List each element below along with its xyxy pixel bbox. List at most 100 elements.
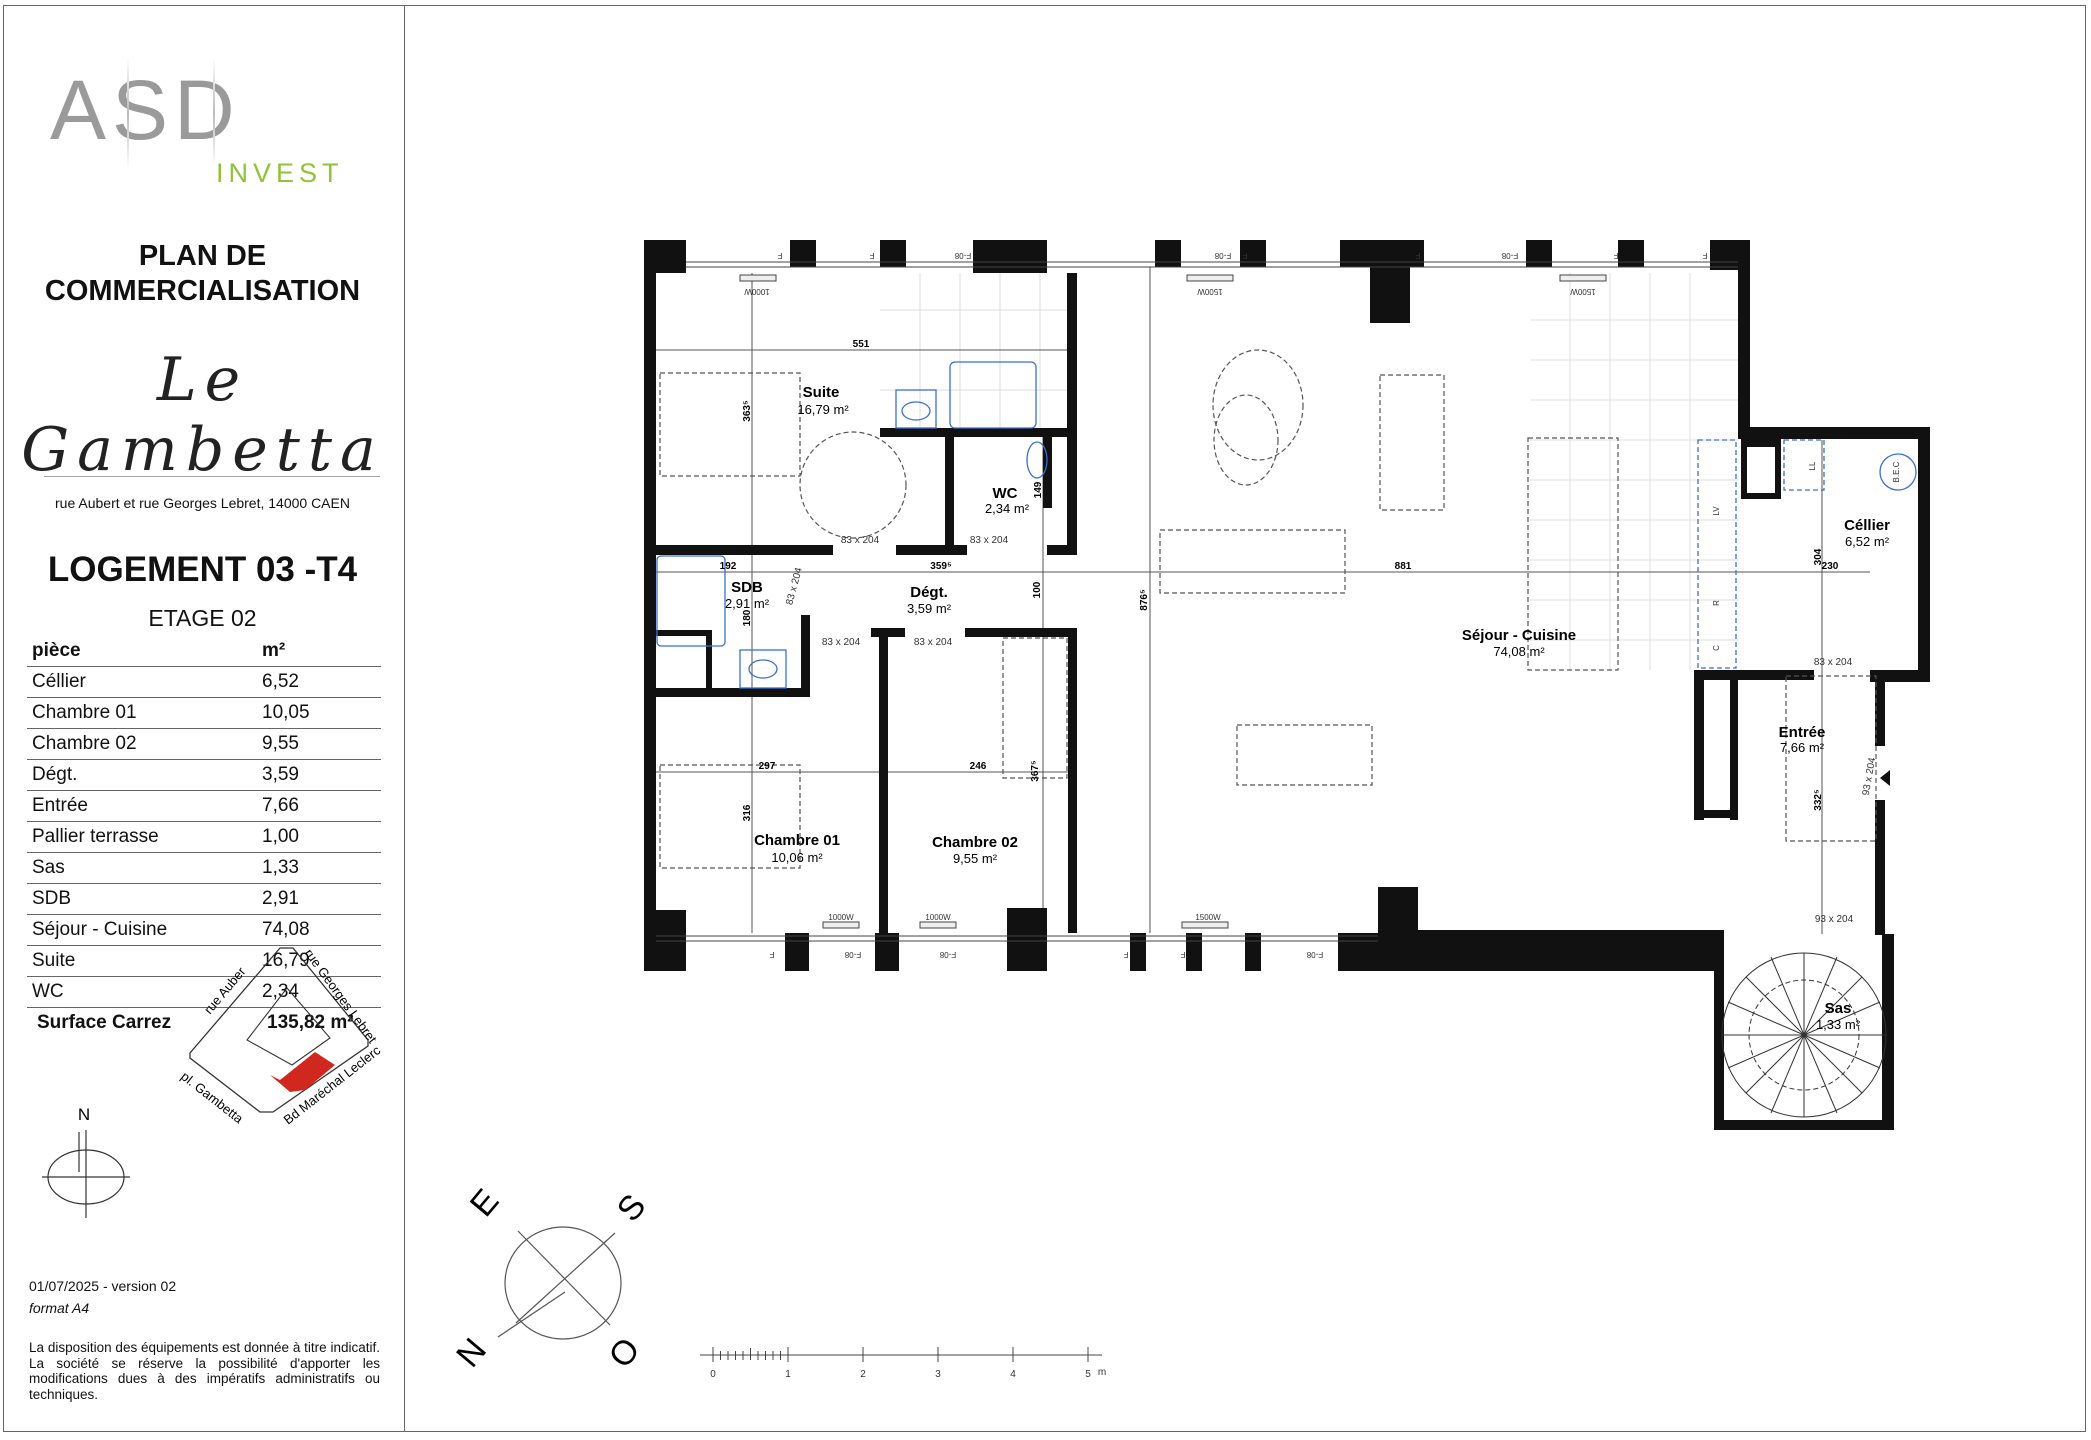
header-m2: m² — [262, 640, 286, 661]
room-name-wc: WC — [993, 485, 1018, 502]
rug — [1212, 349, 1304, 461]
window-label: F — [1613, 251, 1618, 260]
orientation-compass: E S N O — [449, 1182, 653, 1375]
table-row: Dégt.3,59 — [27, 760, 381, 791]
radiator-label: 1500W — [1570, 287, 1596, 296]
room-area-sdb: 2,91 m² — [725, 596, 770, 611]
window-label: F — [1702, 251, 1707, 260]
room-name: Sas — [32, 857, 65, 878]
spiral-stair-icon — [1721, 952, 1887, 1118]
room-name: Dégt. — [32, 764, 78, 785]
window-label: F — [769, 950, 774, 959]
scale-tick-label: 3 — [935, 1369, 941, 1380]
logo-invest-text: INVEST — [216, 158, 344, 188]
door-label: 83 x 204 — [841, 535, 880, 546]
program-name: Le Gambetta — [21, 345, 384, 485]
window-label: F — [1415, 251, 1420, 260]
appliance-label: LV — [1712, 506, 1721, 516]
dim-label: 297 — [759, 761, 776, 772]
scale-unit: m — [1098, 1367, 1106, 1378]
scale-tick-label: 2 — [860, 1369, 866, 1380]
site-plan: N rue Auber rue Georges Lebret pl. Gambe… — [42, 946, 384, 1218]
address: rue Aubert et rue Georges Lebret, 14000 … — [55, 495, 350, 511]
divider-line — [44, 476, 380, 477]
dim-label: 180 — [742, 609, 753, 626]
room-area-sejour: 74,08 m² — [1493, 644, 1545, 659]
room-area-cellier: 6,52 m² — [1845, 534, 1890, 549]
turning-circle — [799, 431, 907, 539]
dim-label: 363⁵ — [742, 400, 753, 422]
window-label: F — [869, 251, 874, 260]
entrance-arrow-icon — [1880, 770, 1890, 786]
dim-label: 100 — [1032, 581, 1043, 598]
appliance-label: C — [1712, 645, 1721, 651]
dim-label: 367⁵ — [1030, 760, 1041, 782]
door-label: 83 x 204 — [1814, 657, 1853, 668]
equipment-labels: 1000W 1500W 1500W 1000W 1000W 1500W F-08… — [744, 251, 1901, 959]
radiator-label: 1500W — [1195, 913, 1221, 922]
tile-grid — [880, 273, 1738, 670]
header-piece: pièce — [32, 640, 81, 661]
door-labels: 83 x 204 83 x 204 83 x 204 83 x 204 83 x… — [784, 535, 1878, 925]
compass-rose-icon — [497, 1226, 622, 1340]
room-name: Suite — [32, 950, 76, 971]
room-name: Séjour - Cuisine — [32, 919, 168, 940]
room-area: 9,55 — [262, 733, 299, 754]
room-area-degt: 3,59 m² — [907, 601, 952, 616]
room-area: 2,91 — [262, 888, 299, 909]
scale-tick-label: 1 — [785, 1369, 791, 1380]
room-name-degt: Dégt. — [910, 584, 948, 601]
logo-separator — [127, 58, 129, 168]
room-name-sejour: Séjour - Cuisine — [1462, 627, 1576, 644]
total-value: 135,82 m² — [267, 1012, 354, 1033]
radiators — [739, 274, 1607, 929]
table-total-row: Surface Carrez 135,82 m² — [27, 1008, 381, 1038]
compass-e: E — [463, 1182, 507, 1224]
compass-o: O — [602, 1331, 648, 1376]
dim-label: 246 — [970, 761, 987, 772]
room-area: 10,05 — [262, 702, 310, 723]
north-label: N — [78, 1105, 90, 1124]
scale-tick-label: 5 — [1085, 1369, 1091, 1380]
furniture — [659, 349, 1877, 869]
dimension-labels: 551 359⁵ 192 881 230 297 246 363⁵ 149 18… — [720, 339, 1839, 821]
sink-sdb — [739, 649, 787, 689]
sofa-2 — [1159, 529, 1346, 594]
facade-windows — [656, 261, 1738, 942]
date-version: 01/07/2025 - version 02 — [29, 1278, 177, 1294]
radiator-label: 1500W — [1197, 287, 1223, 296]
lot-highlight — [270, 1052, 335, 1092]
panel-divider — [404, 5, 405, 1432]
room-area-suite: 16,79 m² — [797, 402, 849, 417]
shower-suite — [949, 361, 1037, 429]
scale-tick-label: 0 — [710, 1369, 716, 1380]
logo-separator — [213, 58, 215, 168]
room-area-sas: 1,33 m² — [1816, 1017, 1861, 1032]
page-frame — [3, 5, 2086, 1432]
dim-label: 881 — [1395, 561, 1412, 572]
kitchen-counter — [1697, 439, 1737, 669]
room-name-sas: Sas — [1825, 1000, 1852, 1017]
door-label: 83 x 204 — [970, 535, 1009, 546]
room-name: Céllier — [32, 671, 86, 692]
logement-title: LOGEMENT 03 -T4 — [47, 550, 358, 589]
bed-chambre01 — [659, 764, 801, 869]
room-area-chambre02: 9,55 m² — [953, 851, 998, 866]
window-label: F — [1180, 950, 1185, 959]
window-label: F-08 — [844, 950, 861, 959]
room-name-entree: Entrée — [1779, 724, 1826, 741]
kitchen-island — [1527, 437, 1619, 671]
room-name: WC — [32, 981, 64, 1002]
disclaimer: La disposition des équipements est donné… — [29, 1340, 380, 1402]
appliance-label: B.E.C — [1892, 461, 1901, 482]
room-name-sdb: SDB — [731, 579, 763, 596]
